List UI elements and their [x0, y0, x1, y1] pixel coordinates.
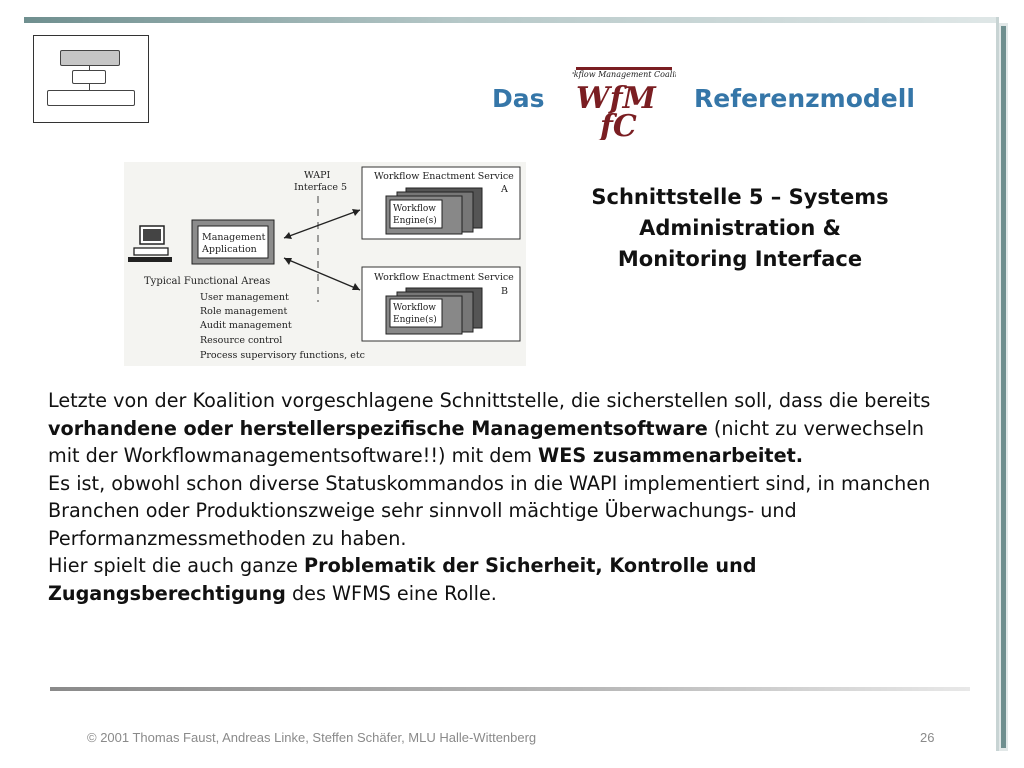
functional-area-item: User management	[200, 292, 289, 303]
arrow-to-service-a	[283, 209, 361, 239]
body-paragraph: Letzte von der Koalition vorgeschlagene …	[48, 387, 948, 470]
subtitle-line: Monitoring Interface	[617, 247, 863, 271]
body-text-bold: vorhandene oder herstellerspezifische Ma…	[48, 416, 708, 440]
wapi-interface-label: Interface 5	[294, 182, 347, 193]
computer-icon	[128, 225, 172, 262]
hierarchy-mid-box	[72, 70, 106, 84]
arrow-head-b-left	[284, 258, 292, 265]
service-b-letter: B	[501, 286, 508, 297]
subtitle-line: Administration &	[639, 216, 841, 240]
slide-body-text: Letzte von der Koalition vorgeschlagene …	[48, 387, 948, 607]
hierarchy-top-box	[60, 50, 120, 66]
top-accent-bar	[24, 17, 998, 23]
engine-a-line1: Workflow	[393, 204, 436, 214]
reference-model-diagram: WAPI Interface 5 Workflow Enactment Serv…	[124, 162, 526, 366]
logo-letters-bottom: fC	[598, 109, 637, 140]
arrow-head-b-right	[352, 283, 360, 290]
footer-copyright: © 2001 Thomas Faust, Andreas Linke, Stef…	[87, 730, 537, 745]
logo-rule-top	[576, 67, 672, 70]
service-b-title: Workflow Enactment Service	[374, 272, 514, 283]
functional-area-item: Resource control	[200, 335, 282, 346]
subtitle-line: Schnittstelle 5 – Systems	[591, 185, 889, 209]
service-a-letter: A	[500, 184, 508, 195]
management-app-inner	[197, 225, 269, 259]
service-a-title: Workflow Enactment Service	[374, 171, 514, 182]
body-paragraph: Hier spielt die auch ganze Problematik d…	[48, 552, 948, 607]
body-text-run: Es ist, obwohl schon diverse Statuskomma…	[48, 471, 931, 550]
functional-areas-title: Typical Functional Areas	[144, 276, 270, 287]
frame-corner	[996, 17, 999, 27]
right-frame-edge	[996, 23, 999, 751]
slide-title-right: Referenzmodell	[694, 84, 915, 113]
body-text-run: (nicht zu verwechseln mit der Workflowma…	[48, 416, 925, 468]
wapi-label: WAPI	[304, 170, 331, 181]
arrow-to-service-b	[283, 257, 361, 291]
hierarchy-connector	[89, 65, 90, 70]
arrow-head-a-left	[284, 232, 292, 239]
right-frame-inner	[1001, 26, 1006, 748]
body-text-run: des WFMS eine Rolle.	[285, 581, 497, 605]
engine-b-label-box	[389, 298, 443, 328]
functional-area-item: Process supervisory functions, etc	[200, 350, 365, 361]
hierarchy-bottom-box	[47, 90, 135, 106]
body-text-bold: WES zusammenarbeitet.	[538, 444, 804, 467]
body-text-run: Letzte von der Koalition vorgeschlagene …	[48, 389, 931, 412]
logo-letters-top: WfM	[576, 81, 657, 116]
engine-a-line2: Engine(s)	[393, 215, 437, 226]
footer-divider	[50, 687, 970, 691]
page-number: 26	[920, 730, 935, 745]
body-paragraph: Es ist, obwohl schon diverse Statuskomma…	[48, 470, 948, 553]
management-line1: Management	[202, 232, 266, 243]
arrow-head-a-right	[352, 209, 360, 216]
engine-b-line1: Workflow	[393, 303, 436, 313]
body-text-run: Hier spielt die auch ganze	[48, 554, 305, 577]
engine-b-line2: Engine(s)	[393, 314, 437, 325]
body-text-bold: Problematik der Sicherheit, Kontrolle un…	[48, 554, 757, 605]
slide-subtitle: Schnittstelle 5 – Systems Administration…	[560, 182, 920, 275]
wfmc-logo: Workflow Management Coalition WfM fC	[572, 67, 676, 140]
functional-area-item: Audit management	[199, 320, 292, 331]
hierarchy-icon	[33, 35, 149, 123]
management-line2: Application	[201, 244, 257, 255]
logo-tagline: Workflow Management Coalition	[572, 70, 676, 79]
hierarchy-connector	[89, 83, 90, 90]
functional-area-item: Role management	[200, 306, 287, 317]
engine-a-label-box	[389, 199, 443, 229]
slide-title-left: Das	[492, 84, 545, 113]
